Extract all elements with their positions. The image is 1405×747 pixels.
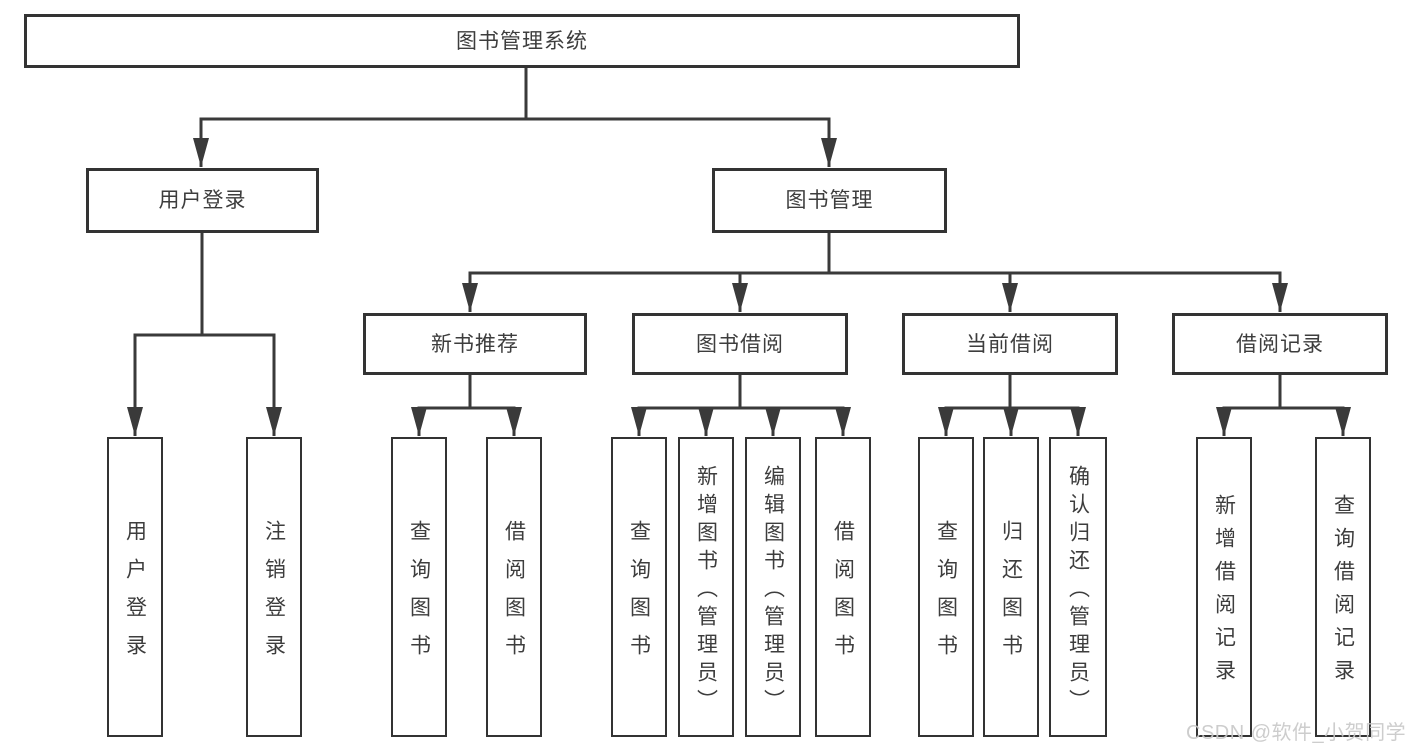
leaf-borrow-edit-books-admin: 编辑图书（管理员） [745, 437, 801, 737]
node-root-system: 图书管理系统 [24, 14, 1020, 68]
node-current-borrow: 当前借阅 [902, 313, 1118, 375]
connector-bookmgmt-to-level3 [462, 233, 1288, 312]
node-borrow-records: 借阅记录 [1172, 313, 1388, 375]
node-book-borrow: 图书借阅 [632, 313, 848, 375]
leaf-records-query-record-label: 查询借阅记录 [1331, 494, 1355, 692]
leaf-borrow-add-books-admin: 新增图书（管理员） [678, 437, 734, 737]
connector-root-to-level2 [193, 68, 837, 167]
leaf-user-login: 用户登录 [107, 437, 163, 737]
leaf-borrow-query-books: 查询图书 [611, 437, 667, 737]
leaf-records-query-record: 查询借阅记录 [1315, 437, 1371, 737]
connector-records-to-leaves [1216, 375, 1351, 436]
leaf-current-confirm-return-admin-label: 确认归还（管理员） [1066, 464, 1090, 717]
leaf-records-add-record: 新增借阅记录 [1196, 437, 1252, 737]
connector-current-to-leaves [938, 375, 1086, 436]
leaf-current-return-books-label: 归还图书 [999, 519, 1023, 672]
connector-userlogin-to-leaves [127, 233, 282, 436]
leaf-current-confirm-return-admin: 确认归还（管理员） [1049, 437, 1107, 737]
leaf-records-add-record-label: 新增借阅记录 [1212, 494, 1236, 692]
leaf-borrow-edit-books-admin-label: 编辑图书（管理员） [761, 464, 785, 717]
leaf-logout: 注销登录 [246, 437, 302, 737]
node-book-management: 图书管理 [712, 168, 947, 233]
leaf-logout-label: 注销登录 [262, 519, 286, 672]
leaf-newrec-borrow-books-label: 借阅图书 [502, 519, 526, 672]
leaf-newrec-query-books: 查询图书 [391, 437, 447, 737]
connector-borrow-to-leaves [631, 375, 851, 436]
leaf-borrow-borrow-books-label: 借阅图书 [831, 519, 855, 672]
leaf-borrow-query-books-label: 查询图书 [627, 519, 651, 672]
connector-newrec-to-leaves [411, 375, 522, 436]
leaf-current-query-books: 查询图书 [918, 437, 974, 737]
leaf-newrec-query-books-label: 查询图书 [407, 519, 431, 672]
leaf-borrow-add-books-admin-label: 新增图书（管理员） [694, 464, 718, 717]
leaf-user-login-label: 用户登录 [123, 519, 147, 672]
leaf-current-return-books: 归还图书 [983, 437, 1039, 737]
csdn-watermark: CSDN @软件_小贺同学 [1186, 722, 1405, 744]
node-user-login: 用户登录 [86, 168, 319, 233]
leaf-borrow-borrow-books: 借阅图书 [815, 437, 871, 737]
leaf-newrec-borrow-books: 借阅图书 [486, 437, 542, 737]
leaf-current-query-books-label: 查询图书 [934, 519, 958, 672]
node-new-book-recommend: 新书推荐 [363, 313, 587, 375]
